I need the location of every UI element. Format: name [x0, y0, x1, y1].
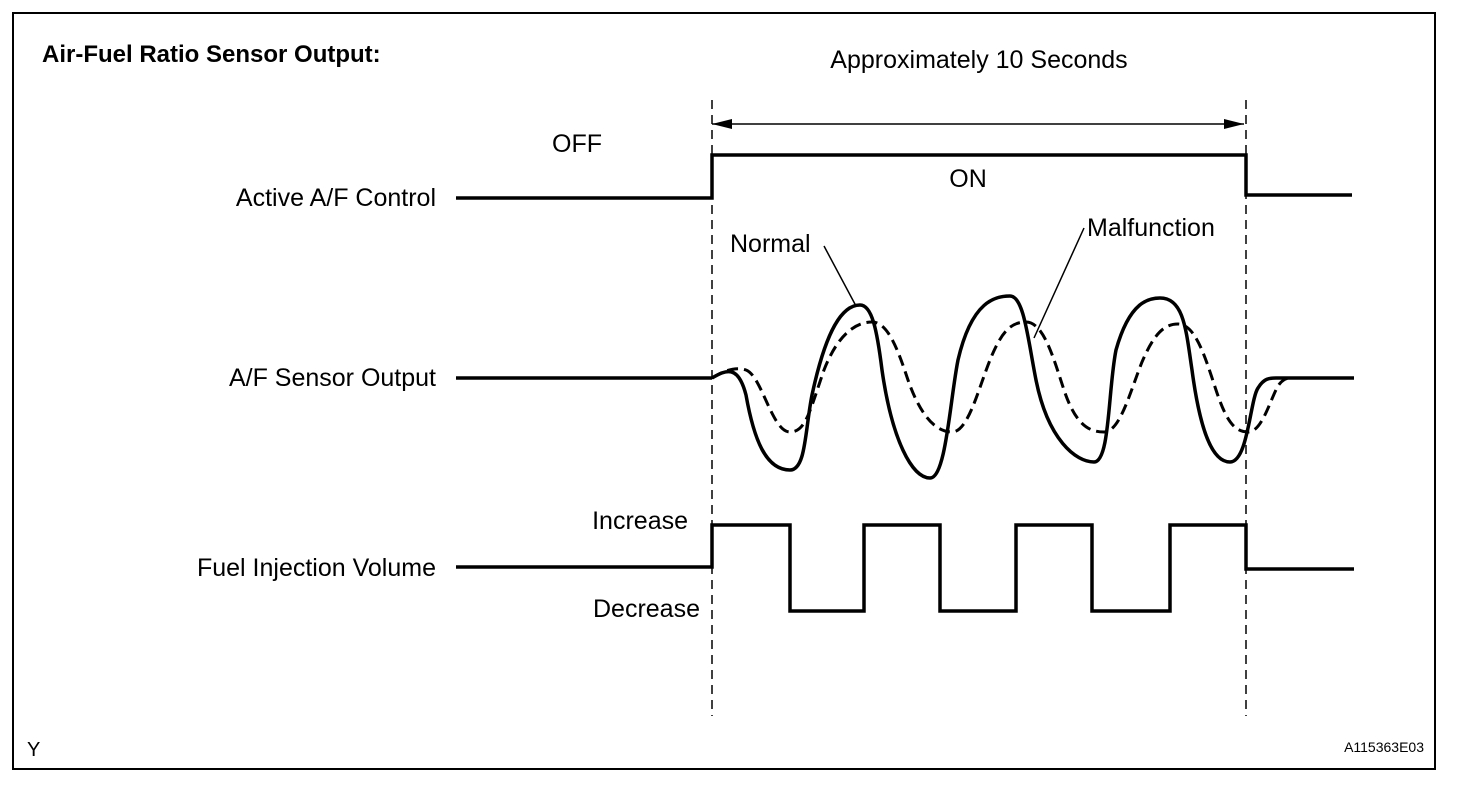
normal-pointer-line [823, 245, 857, 307]
on-label: ON [949, 165, 987, 193]
malfunction-pointer-line [1033, 227, 1085, 339]
off-label: OFF [552, 130, 602, 158]
duration-label: Approximately 10 Seconds [830, 46, 1127, 74]
row-label-fuel-injection-volume: Fuel Injection Volume [197, 554, 436, 582]
normal-waveform [711, 294, 1277, 480]
malfunction-label: Malfunction [1087, 214, 1215, 242]
row-label-active-af-control: Active A/F Control [236, 184, 436, 212]
increase-label: Increase [592, 507, 688, 535]
figure-code: A115363E03 [1344, 739, 1424, 755]
malfunction-waveform [711, 320, 1291, 434]
duration-arrow-left-head [712, 119, 732, 129]
row-label-af-sensor-output: A/F Sensor Output [229, 364, 436, 392]
normal-label: Normal [730, 230, 811, 258]
duration-arrow-right-head [1224, 119, 1244, 129]
active-af-control-signal [456, 153, 1352, 200]
diagram-frame [12, 12, 1436, 770]
fuel-injection-signal [456, 523, 1354, 613]
diagram-title: Air-Fuel Ratio Sensor Output: [42, 41, 381, 68]
decrease-label: Decrease [593, 595, 700, 623]
corner-label-left: Y [27, 739, 40, 761]
